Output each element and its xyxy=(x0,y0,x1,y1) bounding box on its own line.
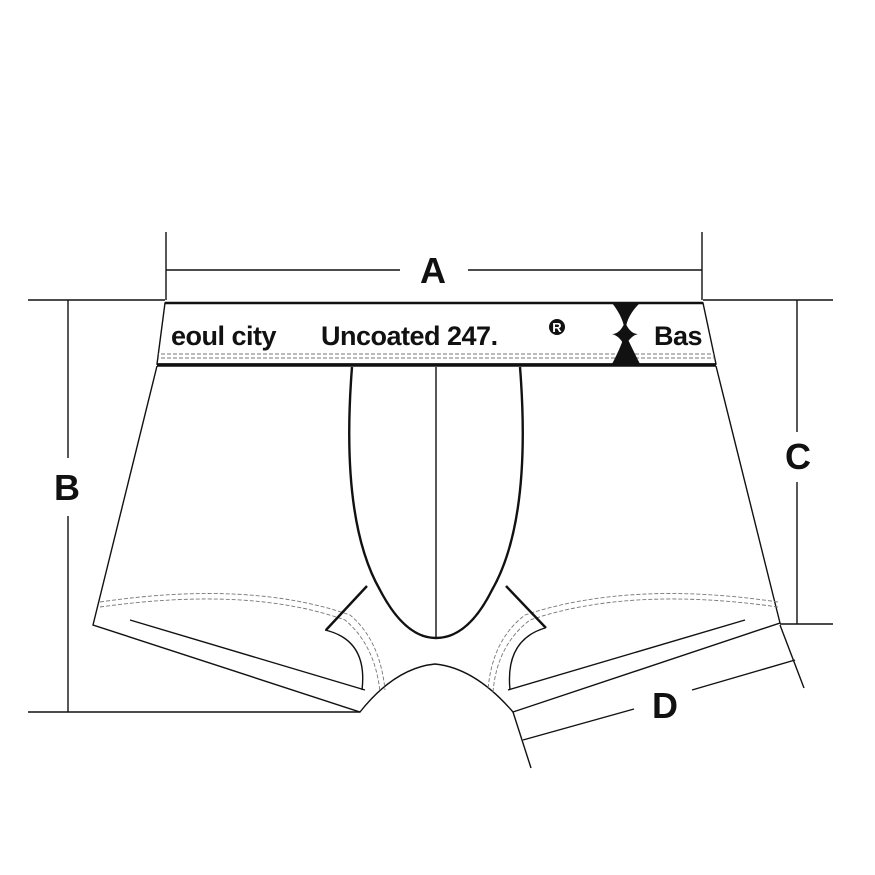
waistband-text-right: Bas xyxy=(654,321,702,351)
svg-text:R: R xyxy=(552,320,562,335)
waistband-text-left: eoul city xyxy=(171,321,277,351)
front-pouch xyxy=(325,366,547,640)
waistband: eoul city Uncoated 247. Bas R xyxy=(156,301,717,367)
dimension-label-b: B xyxy=(54,467,80,508)
dimension-c: C xyxy=(703,299,833,625)
dimension-label-c: C xyxy=(785,436,811,477)
dimension-label-a: A xyxy=(420,250,446,291)
registered-mark-icon xyxy=(549,319,565,335)
dimension-b: B xyxy=(28,299,360,713)
dimension-a: A xyxy=(165,232,703,300)
trunk-body xyxy=(92,365,781,713)
waistband-text-center: Uncoated 247. xyxy=(321,321,498,351)
star-separator-icon xyxy=(612,303,640,364)
dimension-d: D xyxy=(512,624,805,769)
dimension-label-d: D xyxy=(652,685,678,726)
